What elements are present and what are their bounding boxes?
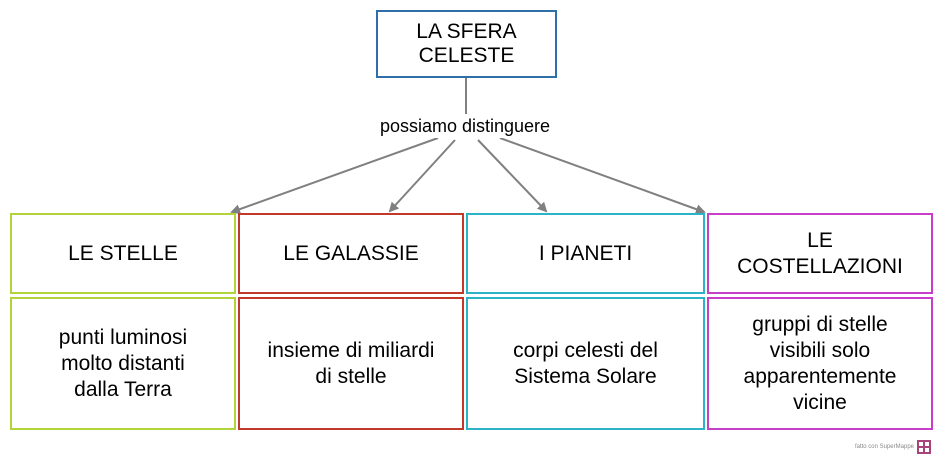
concept-box-galassie[interactable]: LE GALASSIE [238, 213, 464, 294]
concept-box-pianeti[interactable]: I PIANETI [466, 213, 705, 294]
footer-brand-text: fatto con SuperMappe [854, 443, 914, 450]
description-box-stelle[interactable]: punti luminosi molto distanti dalla Terr… [10, 297, 236, 430]
arrow-to-stelle [230, 137, 439, 215]
arrow-to-galassie [388, 139, 456, 213]
description-box-costellazioni[interactable]: gruppi di stelle visibili solo apparente… [707, 297, 933, 430]
supermappe-logo-icon [917, 440, 931, 454]
root-concept-box[interactable]: LA SFERA CELESTE [376, 10, 557, 78]
description-box-galassie[interactable]: insieme di miliardi di stelle [238, 297, 464, 430]
concept-box-stelle[interactable]: LE STELLE [10, 213, 236, 294]
arrow-to-pianeti [477, 139, 548, 213]
concept-box-costellazioni[interactable]: LE COSTELLAZIONI [707, 213, 933, 294]
arrow-to-costellazioni [499, 137, 706, 214]
footer-brand: fatto con SuperMappe [855, 440, 931, 454]
description-box-pianeti[interactable]: corpi celesti del Sistema Solare [466, 297, 705, 430]
link-label: possiamo distinguere [340, 114, 590, 138]
